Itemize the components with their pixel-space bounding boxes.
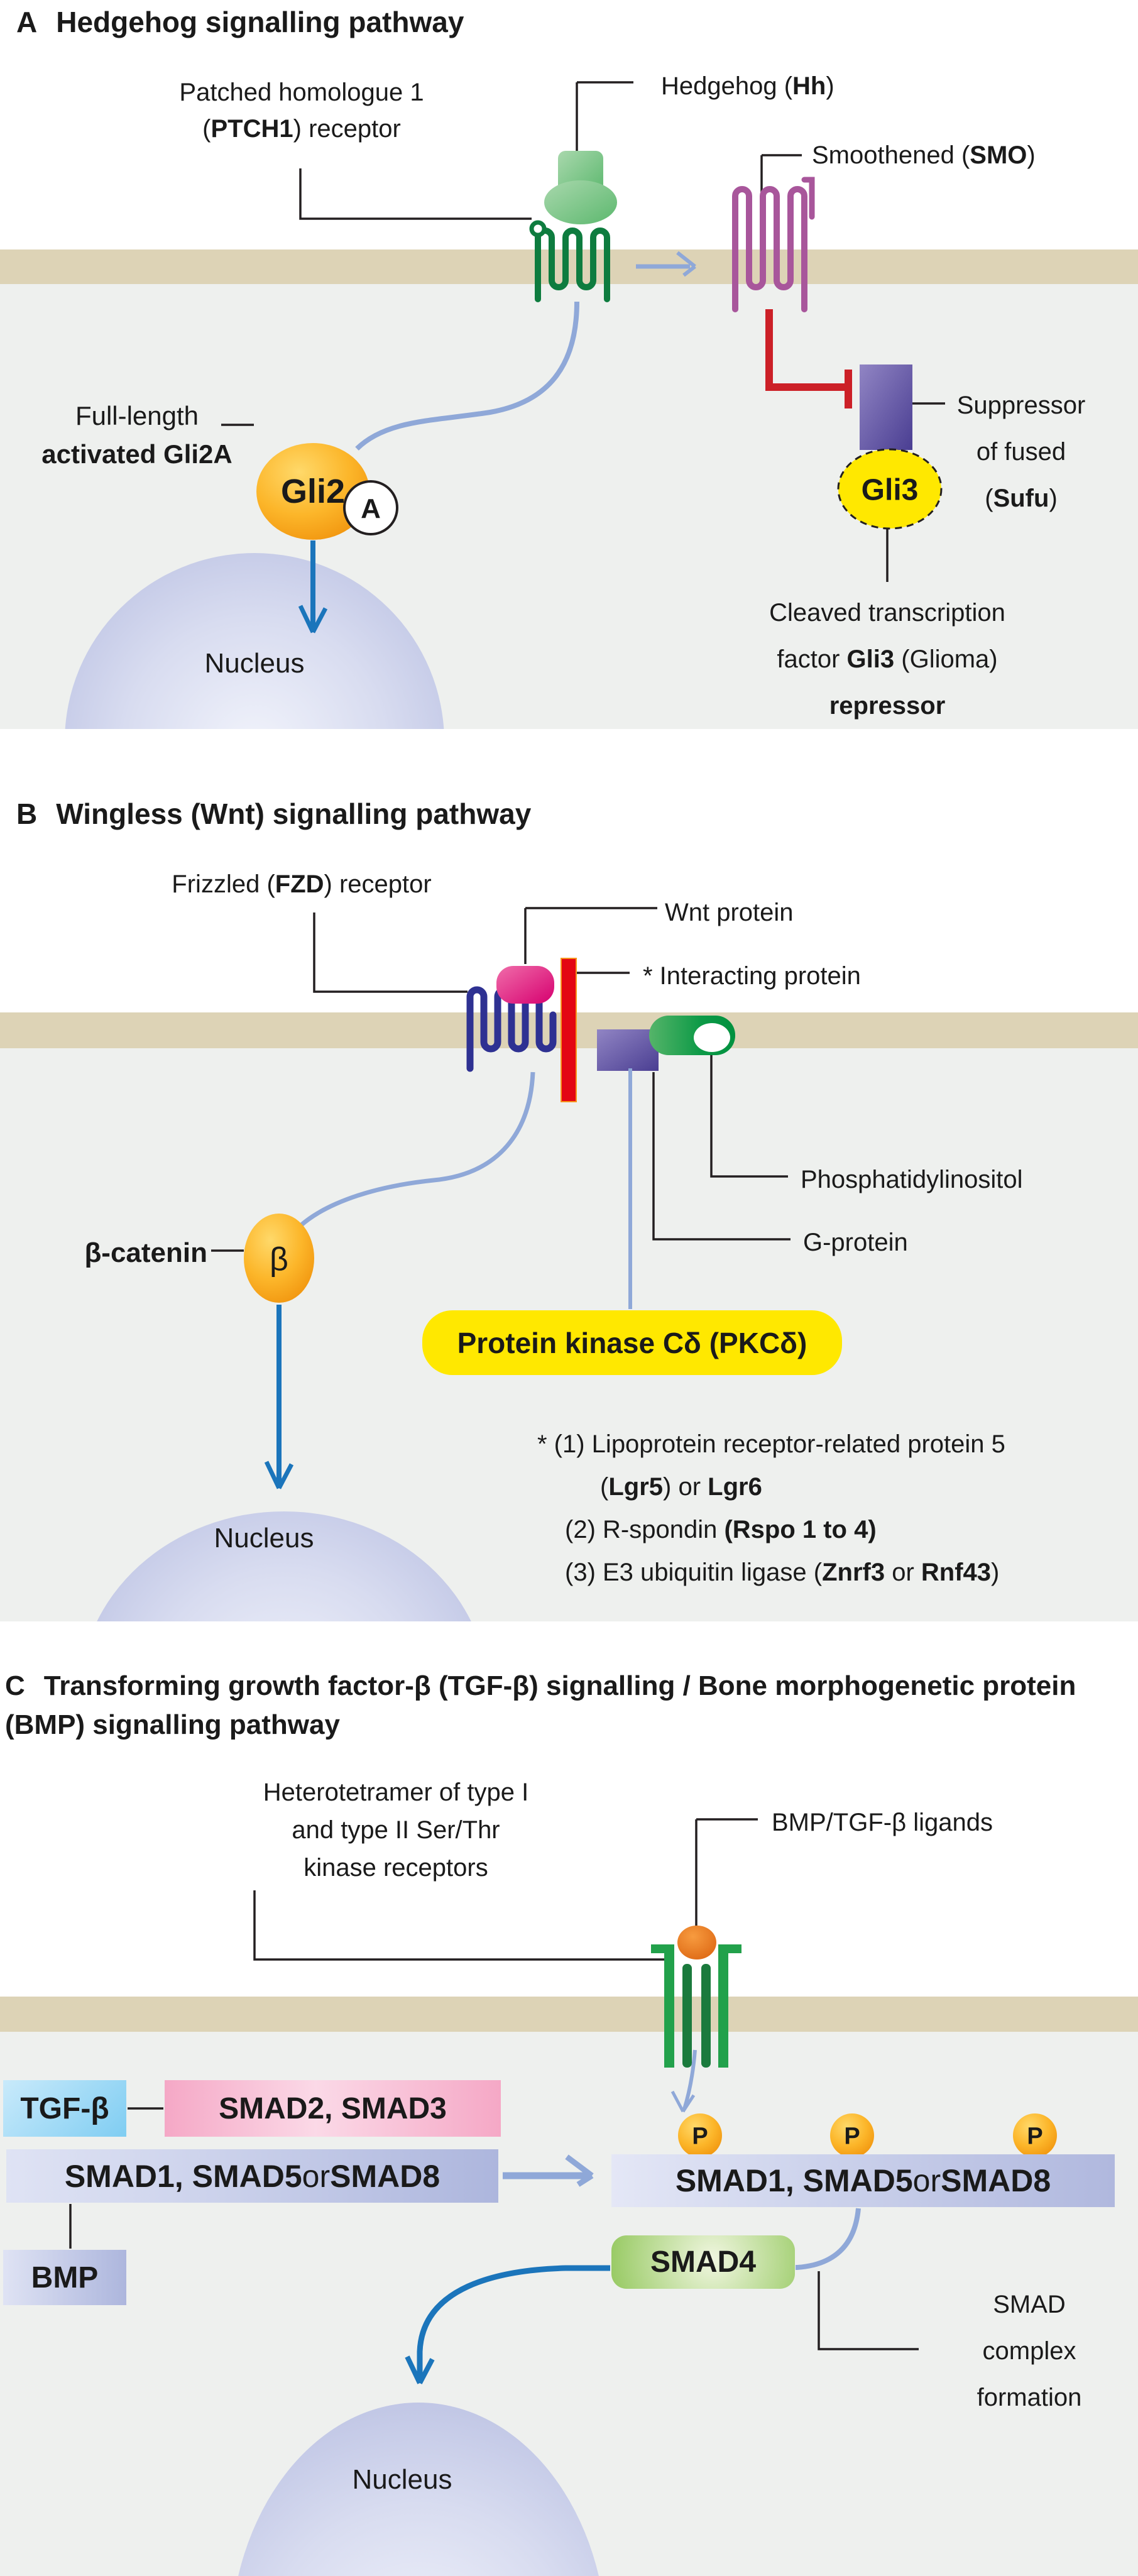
gprotein-label: G-protein bbox=[803, 1229, 908, 1256]
ptch1-bulb-bottom bbox=[544, 180, 617, 224]
membrane-a bbox=[0, 249, 1138, 285]
frizzled-elbow bbox=[313, 913, 468, 993]
heterotetramer-elbow bbox=[253, 1890, 670, 1961]
hedgehog-label: Hedgehog (Hh) bbox=[661, 72, 834, 100]
section-c-letter: C bbox=[5, 1670, 25, 1701]
fzd-beta-curve bbox=[278, 1072, 535, 1255]
ptch1-label: Patched homologue 1 (PTCH1) receptor bbox=[179, 79, 424, 143]
label-connectors-c bbox=[69, 1818, 919, 2350]
smad-complex-nucleus-arrow bbox=[405, 2265, 610, 2384]
label-connectors-b bbox=[211, 907, 791, 1252]
phosphatidylinositol-elbow bbox=[710, 1053, 788, 1178]
section-a-letter: A bbox=[16, 6, 38, 38]
smo-receptor-icon bbox=[732, 177, 815, 312]
section-b-letter: B bbox=[16, 797, 38, 830]
receptor-inner-bar-1 bbox=[682, 1964, 692, 2068]
smoothened-label: Smoothened (SMO) bbox=[812, 141, 1036, 169]
beta-catenin-orb bbox=[244, 1214, 314, 1303]
smo-serpentine bbox=[732, 186, 807, 312]
heterotetramer-label: Heterotetramer of type I and type II Ser… bbox=[263, 1779, 529, 1882]
gli3-ellipse bbox=[837, 448, 943, 530]
gprotein-box-icon bbox=[597, 1029, 659, 1071]
fzd-serpentine-icon bbox=[466, 986, 557, 1072]
ptch1-loop-ring bbox=[529, 220, 547, 238]
ptch1-gli2-curve bbox=[355, 301, 579, 451]
receptor-inner-bar-2 bbox=[701, 1964, 711, 2068]
sufu-label: Suppressor of fused (Sufu) bbox=[956, 392, 1086, 512]
smad158-left-box: SMAD1, SMAD5 or SMAD8 bbox=[6, 2149, 498, 2203]
inhibition-tbar-icon bbox=[765, 309, 852, 408]
ptch1-elbow bbox=[299, 168, 532, 220]
receptor-left-bar bbox=[664, 1944, 674, 2068]
ligands-connector bbox=[695, 1818, 758, 1934]
phosphatidylinositol-head bbox=[694, 1023, 730, 1052]
wnt-protein-label: Wnt protein bbox=[665, 899, 794, 926]
frizzled-label: Frizzled (FZD) receptor bbox=[172, 870, 432, 898]
sufu-box-icon bbox=[860, 364, 912, 450]
smad-complex-label: SMAD complex formation bbox=[977, 2291, 1082, 2411]
nucleus-c-label: Nucleus bbox=[352, 2464, 452, 2495]
receptor-smad-arrow bbox=[670, 2049, 697, 2113]
phospho-text-2: P bbox=[844, 2123, 860, 2150]
wnt-protein-icon bbox=[496, 966, 554, 1004]
gli2-nucleus-arrow bbox=[298, 540, 328, 633]
phospho-text-1: P bbox=[692, 2123, 708, 2150]
beta-text: β bbox=[270, 1241, 288, 1278]
phospho-circle-2 bbox=[830, 2113, 874, 2157]
smad-complex-elbow bbox=[818, 2271, 919, 2350]
ligands-label: BMP/TGF-β ligands bbox=[772, 1809, 993, 1836]
gli3-text: Gli3 bbox=[861, 473, 919, 507]
nucleus-b-label: Nucleus bbox=[214, 1523, 314, 1554]
tgfb-box: TGF-β bbox=[3, 2080, 126, 2137]
full-length-label: Full-length activated Gli2A bbox=[41, 401, 233, 469]
phospho-circle-1 bbox=[678, 2113, 722, 2157]
smad158-smad4-curve bbox=[795, 2208, 861, 2270]
smad2-smad3-box: SMAD2, SMAD3 bbox=[165, 2080, 501, 2137]
smad4-box: SMAD4 bbox=[611, 2235, 795, 2289]
activated-badge-text: A bbox=[361, 493, 381, 524]
phospho-text-3: P bbox=[1027, 2123, 1043, 2150]
gli2-text: Gli2 bbox=[280, 473, 346, 510]
wnt-connector bbox=[524, 907, 657, 964]
beta-nucleus-arrow bbox=[264, 1305, 294, 1489]
receptor-right-bar bbox=[718, 1944, 728, 2068]
pkc-box: Protein kinase Cδ (PKCδ) bbox=[422, 1310, 842, 1375]
interacting-protein-label: * Interacting protein bbox=[643, 962, 861, 990]
cleaved-gli3-label: Cleaved transcription factor Gli3 (Gliom… bbox=[769, 599, 1005, 720]
smo-tail bbox=[801, 177, 815, 220]
membrane-c bbox=[0, 1997, 1138, 2032]
interacting-protein-bar-icon bbox=[561, 958, 577, 1102]
phosphatidylinositol-label: Phosphatidylinositol bbox=[801, 1166, 1023, 1193]
bmp-tgfb-receptor-icon bbox=[651, 1926, 741, 2068]
ptch1-receptor-icon bbox=[529, 151, 617, 302]
ptch1-serpentine bbox=[535, 227, 610, 302]
activated-badge-circle bbox=[343, 480, 398, 535]
smad-translocation-arrow bbox=[503, 2154, 594, 2187]
gprotein-elbow bbox=[652, 1072, 791, 1241]
activation-arrow-a bbox=[636, 251, 696, 277]
gli2-ellipse bbox=[256, 443, 369, 540]
nucleus-a-label: Nucleus bbox=[204, 648, 305, 679]
bmp-box: BMP bbox=[3, 2250, 126, 2305]
ligand-orange-icon bbox=[677, 1926, 716, 1959]
wnt-footnote: * (1) Lipoprotein receptor-related prote… bbox=[537, 1430, 1005, 1586]
smad158-right-box: SMAD1, SMAD5 or SMAD8 bbox=[611, 2154, 1115, 2207]
phospho-circle-3 bbox=[1013, 2113, 1057, 2157]
beta-catenin-label: β-catenin bbox=[84, 1237, 207, 1268]
